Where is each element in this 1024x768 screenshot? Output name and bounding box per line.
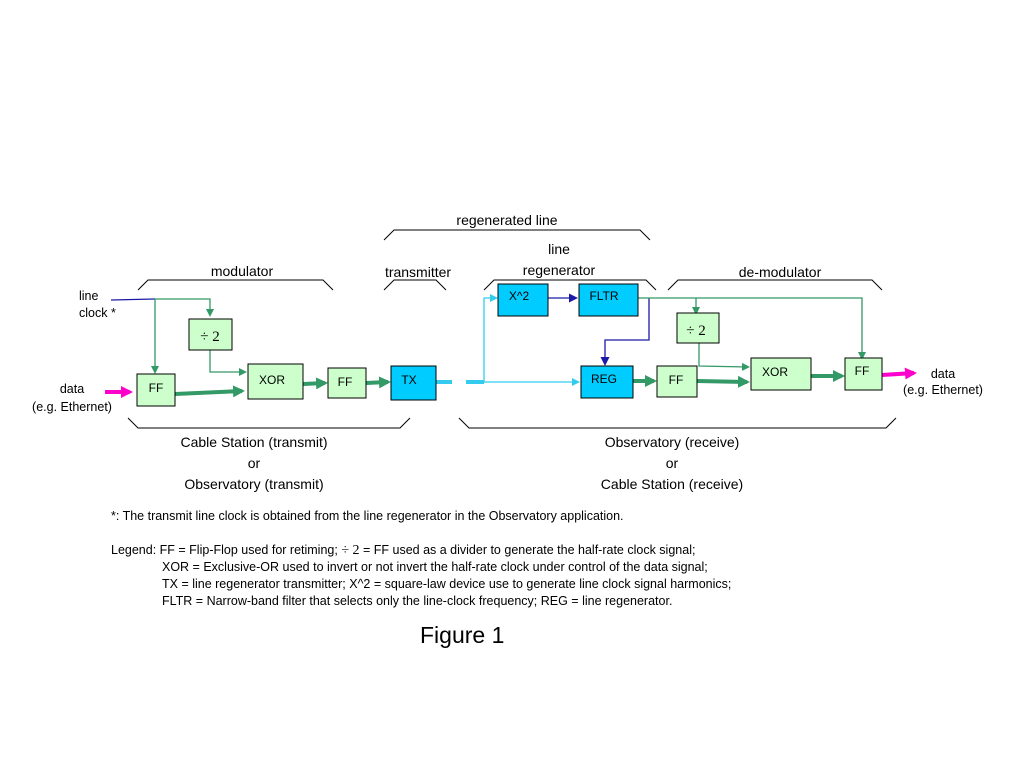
label-transmitter: transmitter — [385, 264, 451, 280]
brace-line-regenerator — [483, 279, 657, 291]
svg-text:÷ 2: ÷ 2 — [200, 329, 219, 345]
ff-in-to-xor — [174, 385, 245, 398]
block-ff-out: FF — [844, 357, 883, 391]
block-reg: REG — [580, 365, 634, 399]
svg-text:TX: TX — [401, 373, 416, 387]
div-rx-to-xor — [698, 343, 750, 371]
block-xor-rx: XOR — [750, 357, 812, 391]
section-left-line2: or — [248, 455, 261, 471]
section-right-line3: Cable Station (receive) — [601, 476, 743, 492]
section-right-line2: or — [666, 455, 679, 471]
brace-regenerated-line — [383, 229, 651, 241]
svg-text:FF: FF — [149, 381, 164, 395]
block-x2: X^2 — [497, 283, 549, 317]
label-line-regenerator-1: line — [548, 241, 570, 257]
label-regenerated-line: regenerated line — [456, 212, 557, 228]
brace-cable-station-transmit — [127, 417, 411, 429]
svg-text:X^2: X^2 — [509, 289, 530, 303]
svg-text:FF: FF — [855, 364, 870, 378]
svg-text:REG: REG — [591, 372, 617, 386]
legend-line-1-part-b: = FF used as a divider to generate the h… — [359, 543, 696, 557]
block-divider-tx: ÷ 2 — [188, 318, 233, 351]
brace-demodulator — [667, 279, 883, 291]
label-data-in-2: (e.g. Ethernet) — [32, 400, 112, 414]
fltr-to-ff-out — [696, 297, 866, 360]
line-clock-wire — [110, 298, 156, 301]
brace-observatory-receive — [458, 417, 897, 429]
label-data-out-1: data — [931, 367, 955, 381]
figure-label: Figure 1 — [420, 622, 505, 648]
label-line-clock-1: line — [79, 289, 99, 303]
footnote: *: The transmit line clock is obtained f… — [111, 509, 624, 523]
block-tx: TX — [390, 365, 437, 401]
block-divider-rx: ÷ 2 — [676, 312, 720, 344]
block-ff-in: FF — [136, 373, 176, 407]
svg-text:XOR: XOR — [259, 373, 285, 387]
label-line-clock-2: clock * — [79, 306, 116, 320]
block-ff-rx: FF — [656, 365, 698, 398]
legend-line-3: TX = line regenerator transmitter; X^2 =… — [162, 577, 732, 591]
legend-divider-symbol: ÷ 2 — [341, 543, 360, 558]
brace-transmitter — [383, 279, 447, 291]
fltr-to-div-rx — [638, 297, 700, 315]
xor-to-ff-tx — [302, 377, 328, 390]
section-left-line3: Observatory (transmit) — [184, 476, 323, 492]
section-right-line1: Observatory (receive) — [605, 434, 740, 450]
svg-text:FF: FF — [669, 373, 684, 387]
legend-line-1-part-a: Legend: FF = Flip-Flop used for retiming… — [111, 543, 342, 557]
brace-modulator — [137, 279, 334, 291]
label-line-regenerator-2: regenerator — [523, 262, 596, 278]
label-data-in-1: data — [60, 382, 84, 396]
block-xor-tx: XOR — [247, 363, 304, 400]
clock-to-div-tx — [155, 298, 214, 317]
label-demodulator: de-modulator — [739, 264, 822, 280]
legend-line-1: Legend: FF = Flip-Flop used for retiming… — [111, 542, 695, 559]
block-fltr: FLTR — [578, 283, 639, 317]
label-modulator: modulator — [211, 263, 274, 279]
svg-text:FLTR: FLTR — [589, 289, 618, 303]
ff-tx-to-tx — [365, 376, 391, 389]
fltr-to-reg — [600, 298, 650, 366]
svg-text:XOR: XOR — [762, 365, 788, 379]
section-left-line1: Cable Station (transmit) — [180, 434, 327, 450]
legend-line-4: FLTR = Narrow-band filter that selects o… — [162, 594, 673, 608]
svg-text:FF: FF — [338, 375, 353, 389]
svg-text:÷ 2: ÷ 2 — [686, 323, 705, 339]
line-to-x2 — [483, 294, 498, 382]
block-ff-tx: FF — [327, 367, 367, 399]
legend-line-2: XOR = Exclusive-OR used to invert or not… — [162, 560, 708, 574]
div-tx-to-xor — [209, 350, 247, 376]
data-out-arrow — [881, 367, 917, 380]
ff-rx-to-xor — [696, 375, 750, 388]
label-data-out-2: (e.g. Ethernet) — [903, 383, 983, 397]
